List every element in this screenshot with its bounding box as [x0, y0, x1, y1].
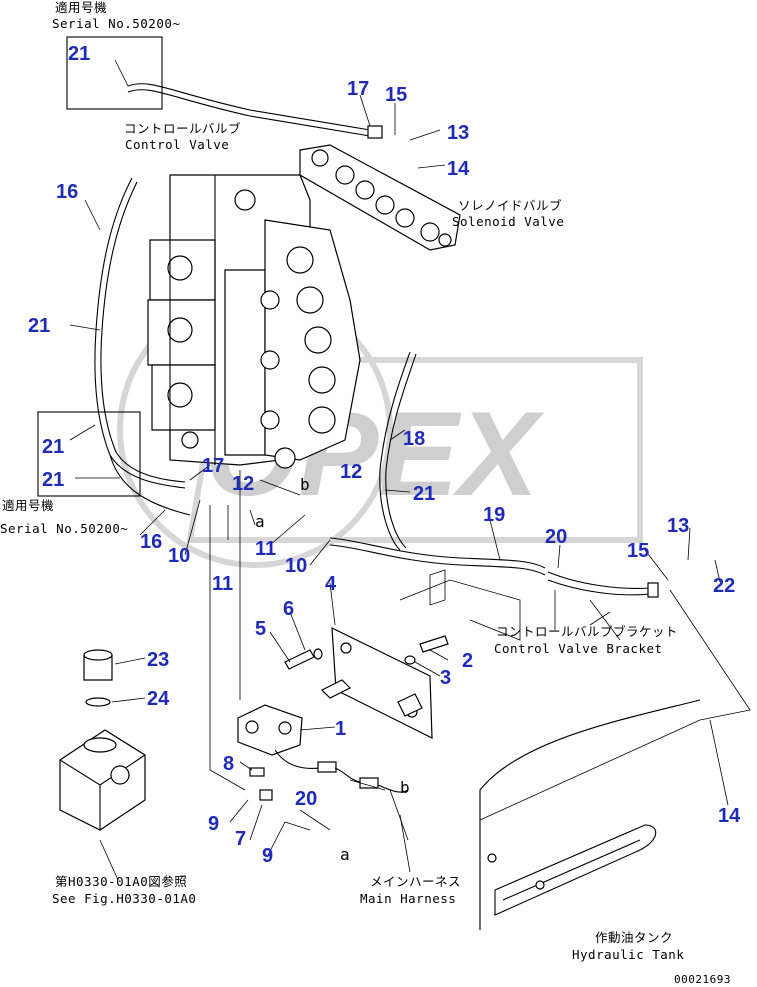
plug-8: [249, 767, 265, 777]
callout-21-mid: 21: [28, 315, 50, 337]
callout-16-left: 16: [56, 181, 78, 203]
tank-en: Hydraulic Tank: [572, 947, 684, 962]
callout-12-b: 12: [340, 461, 362, 483]
callout-14-top: 14: [447, 158, 470, 180]
callout-9-a: 9: [208, 813, 219, 835]
leader-lines: [69, 59, 729, 881]
callout-6: 6: [283, 598, 294, 620]
callout-11-a: 11: [255, 538, 276, 560]
ref-a-1: a: [255, 512, 265, 531]
control-valve: [147, 174, 361, 469]
callout-18: 18: [403, 428, 425, 450]
callout-2: 2: [462, 650, 473, 672]
part-block-23-24: [59, 649, 146, 831]
hydraulic-tank: [479, 699, 701, 930]
valve-assembly-1: [237, 704, 409, 793]
callout-21-top: 21: [68, 43, 90, 65]
callout-5: 5: [255, 618, 266, 640]
tank-jp: 作動油タンク: [595, 930, 673, 945]
callout-22: 22: [713, 575, 735, 597]
serial-top-en: Serial No.50200~: [52, 16, 180, 31]
fitting-7: [259, 789, 273, 801]
bracket-en: Control Valve Bracket: [494, 641, 663, 656]
washer-3: [404, 655, 416, 665]
see-fig-en: See Fig.H0330-01A0: [52, 891, 196, 906]
callout-13-top: 13: [447, 122, 469, 144]
serial-box-mid: [37, 411, 141, 497]
ref-b-2: b: [400, 778, 410, 797]
callout-17-mid: 17: [202, 455, 224, 477]
bracket-plate: [320, 569, 521, 739]
callout-23: 23: [147, 649, 169, 671]
serial-top-jp: 適用号機: [55, 0, 107, 15]
control-valve-jp: コントロールバルブ: [124, 121, 241, 136]
bracket-jp: コントロールバルブブラケット: [496, 624, 678, 639]
callout-20-right: 20: [545, 526, 567, 548]
callout-11-b: 11: [212, 573, 233, 595]
serial-mid-en: Serial No.50200~: [0, 521, 128, 536]
solenoid-valve-jp: ソレノイドバルブ: [458, 198, 562, 213]
bolt-5: [284, 649, 315, 670]
harness-en: Main Harness: [360, 891, 456, 906]
callout-7: 7: [235, 828, 246, 850]
callout-21-right: 21: [413, 483, 435, 505]
callout-16-bot: 16: [140, 531, 162, 553]
serial-mid-jp: 適用号機: [2, 498, 54, 513]
hose-fitting-17: [367, 125, 383, 139]
callout-12-a: 12: [232, 473, 254, 495]
callout-19: 19: [483, 504, 505, 526]
hoses: [94, 83, 751, 821]
drawing-number: 00021693: [674, 973, 731, 986]
callout-4: 4: [325, 573, 337, 595]
see-fig-jp: 第H0330-01A0図参照: [55, 874, 187, 889]
callout-24: 24: [147, 688, 170, 710]
callout-21-box-b: 21: [42, 469, 64, 491]
callout-17-top: 17: [347, 78, 369, 100]
callout-8: 8: [223, 753, 234, 775]
bolt-2: [419, 635, 449, 653]
callout-15-top: 15: [385, 84, 407, 106]
control-valve-en: Control Valve: [125, 137, 229, 152]
callout-10-b: 10: [285, 555, 307, 577]
fitting-15: [647, 582, 659, 598]
callout-15-right: 15: [627, 540, 649, 562]
callout-13-right: 13: [667, 515, 689, 537]
callout-1: 1: [335, 718, 346, 740]
callout-10-a: 10: [168, 545, 190, 567]
callout-20-low: 20: [295, 788, 317, 810]
callout-21-box-a: 21: [42, 436, 64, 458]
solenoid-valve: [299, 144, 461, 251]
ref-a-2: a: [340, 845, 350, 864]
ref-b-1: b: [300, 475, 310, 494]
callout-14-right: 14: [718, 805, 741, 827]
washer-6: [313, 648, 323, 660]
callout-3: 3: [440, 667, 451, 689]
harness-jp: メインハーネス: [370, 874, 461, 889]
solenoid-valve-en: Solenoid Valve: [452, 214, 564, 229]
serial-box-top: [66, 36, 163, 110]
callout-9-b: 9: [262, 845, 273, 867]
